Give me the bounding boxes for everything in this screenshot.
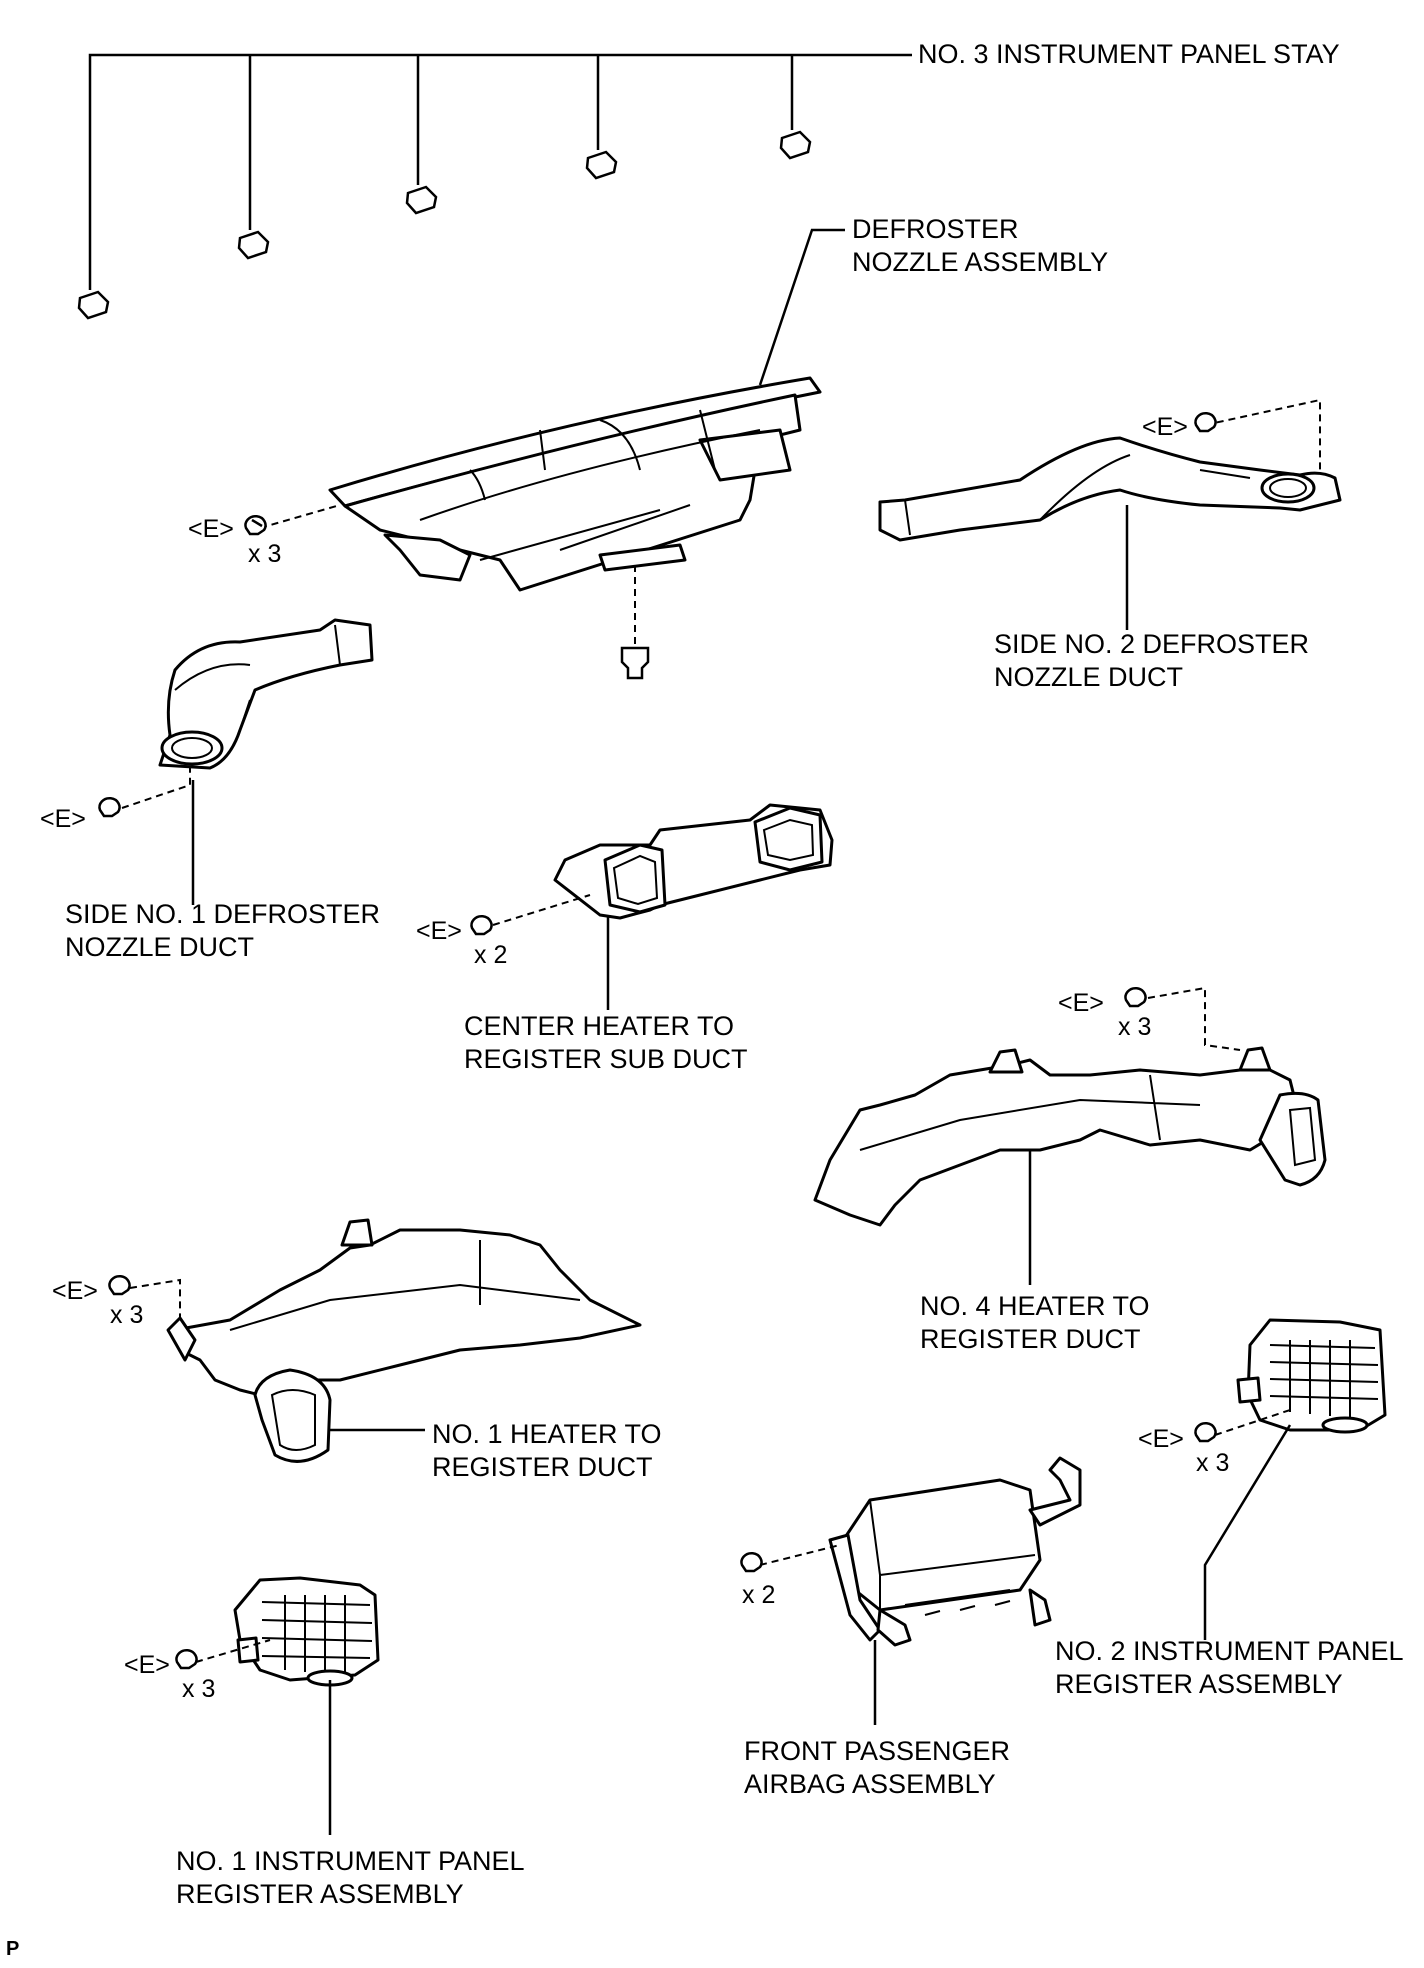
tag-airbag-qty: x 2 <box>742 1581 776 1609</box>
label-front-passenger-airbag-assembly: FRONT PASSENGER AIRBAG ASSEMBLY <box>744 1736 1011 1799</box>
footer-code: P <box>6 1938 20 1960</box>
label-no2-instrument-panel-register-assembly: NO. 2 INSTRUMENT PANEL REGISTER ASSEMBLY <box>1055 1636 1404 1699</box>
no4-screw-icon <box>1124 987 1147 1008</box>
label-center-heater-to-register-sub-duct: CENTER HEATER TO REGISTER SUB DUCT <box>464 1011 748 1074</box>
side-no1-defroster-nozzle-duct <box>121 618 374 809</box>
label-no4-heater-to-register-duct: NO. 4 HEATER TO REGISTER DUCT <box>920 1291 1150 1354</box>
no1-instrument-panel-register-assembly <box>195 1576 380 1687</box>
tag-no1-register-code: <E> <box>124 1651 170 1679</box>
label-no1-instrument-panel-register-assembly: NO. 1 INSTRUMENT PANEL REGISTER ASSEMBLY <box>176 1846 525 1909</box>
label-no1-heater-to-register-duct: NO. 1 HEATER TO REGISTER DUCT <box>432 1419 662 1482</box>
stay-leader-bracket <box>88 53 912 290</box>
label-side-no1-defroster-nozzle-duct: SIDE NO. 1 DEFROSTER NOZZLE DUCT <box>65 899 381 962</box>
defroster-screw-icon <box>244 515 267 536</box>
tag-no4-qty: x 3 <box>1118 1013 1152 1041</box>
tag-defroster-qty: x 3 <box>248 540 282 568</box>
center-sub-screw-icon <box>470 915 493 936</box>
no1-duct-screw-icon <box>108 1275 131 1296</box>
tag-side1-code: <E> <box>40 805 86 833</box>
tag-no1-duct-qty: x 3 <box>110 1301 144 1329</box>
no4-heater-to-register-duct <box>813 986 1327 1227</box>
center-heater-to-register-sub-duct <box>492 803 834 926</box>
side-no2-defroster-nozzle-duct <box>878 398 1342 542</box>
no2-register-screw-icon <box>1194 1422 1217 1443</box>
tag-no2-register-code: <E> <box>1138 1425 1184 1453</box>
no2-instrument-panel-register-assembly <box>1214 1318 1387 1436</box>
no1-register-screw-icon <box>175 1649 198 1670</box>
label-defroster-nozzle-assembly: DEFROSTER NOZZLE ASSEMBLY <box>852 214 1109 277</box>
no1-heater-to-register-duct <box>129 1218 642 1463</box>
defroster-nozzle-assembly <box>259 376 822 680</box>
side2-screw-icon <box>1194 412 1217 433</box>
clip-nut-3 <box>405 185 438 215</box>
tag-no1-duct-code: <E> <box>52 1277 98 1305</box>
clip-nut-1 <box>77 290 110 320</box>
label-side-no2-defroster-nozzle-duct: SIDE NO. 2 DEFROSTER NOZZLE DUCT <box>994 629 1310 692</box>
clip-nut-5 <box>779 130 812 160</box>
label-no3-instrument-panel-stay: NO. 3 INSTRUMENT PANEL STAY <box>918 39 1340 69</box>
clip-nut-4 <box>585 150 618 180</box>
clip-nut-2 <box>237 230 270 260</box>
defroster-clip-icon <box>620 646 650 680</box>
front-passenger-airbag-assembly <box>759 1456 1082 1647</box>
defroster-leader <box>758 228 845 386</box>
airbag-screw-icon <box>740 1552 763 1573</box>
tag-center-sub-qty: x 2 <box>474 941 508 969</box>
tag-defroster-code: <E> <box>188 515 234 543</box>
tag-center-sub-code: <E> <box>416 917 462 945</box>
tag-side2-code: <E> <box>1142 413 1188 441</box>
no2-register-leader <box>1203 1424 1292 1640</box>
tag-no4-code: <E> <box>1058 989 1104 1017</box>
tag-no2-register-qty: x 3 <box>1196 1449 1230 1477</box>
tag-no1-register-qty: x 3 <box>182 1675 216 1703</box>
side1-screw-icon <box>98 797 121 818</box>
